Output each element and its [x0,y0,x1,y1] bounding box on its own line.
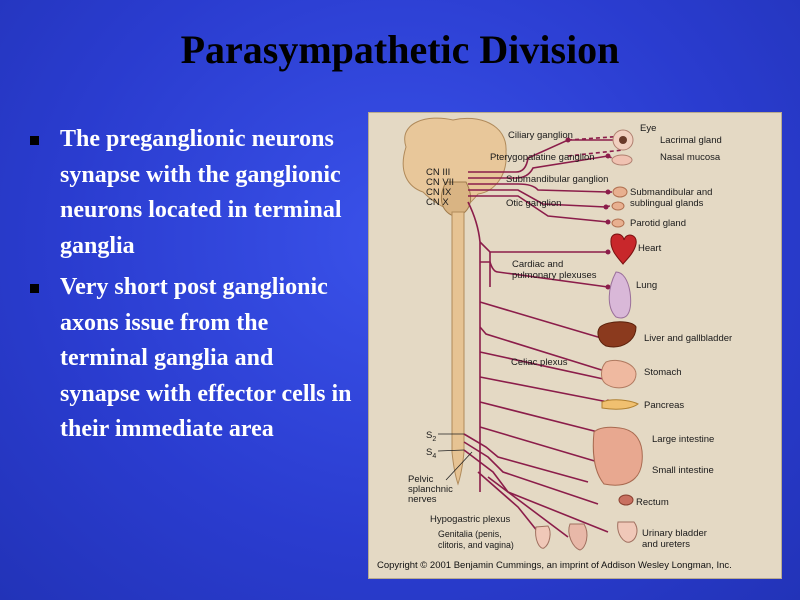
nasal-illustration [611,154,633,166]
sacral-nerve-fibers [463,433,609,538]
uterus-illustration [568,523,588,551]
lung-illustration [608,271,632,319]
eye-illustration [612,129,634,151]
slide-title: Parasympathetic Division [180,27,620,72]
organ-label: Lacrimal gland [660,135,722,146]
ganglion-label: Pterygopalatine ganglion [490,152,595,163]
copyright-text: Copyright © 2001 Benjamin Cummings, an i… [377,560,732,571]
stomach-illustration [601,359,637,389]
ganglion-label: Hypogastric plexus [430,514,511,525]
liver-illustration [597,321,637,348]
ganglion-label: Otic ganglion [506,198,561,209]
organ-label: Eye [640,123,656,134]
cn-label: CN IX [426,187,452,198]
organ-label: Urinary bladder [642,528,707,539]
pancreas-illustration [601,399,639,410]
leader-line [445,451,473,481]
bullet-item: Very short post ganglionic axons issue f… [28,270,358,448]
organ-label: Lung [636,280,657,291]
organ-label: Large intestine [652,434,714,445]
organ-label: Heart [638,243,662,254]
cn-label: CN III [426,167,450,178]
parasympathetic-diagram: CN III CN VII CN IX CN X Ciliary ganglio… [368,112,782,579]
organ-label: Small intestine [652,465,714,476]
cn-label: CN VII [426,177,454,188]
square-bullet-icon [30,136,39,145]
organ-label: sublingual glands [630,198,704,209]
ganglion-markers [565,137,611,465]
bullet-text: The preganglionic neurons synapse with t… [60,126,342,259]
bullet-text: Very short post ganglionic axons issue f… [60,274,352,442]
pelvic-label: nerves [408,494,437,505]
intestine-illustration [592,426,643,486]
organ-label: Genitalia (penis, [438,529,502,539]
genitalia-illustration [535,525,551,549]
parotid-illustration [611,218,625,228]
spinal-level-label: S2 [426,430,436,443]
organ-label: Stomach [644,367,682,378]
brain-illustration [402,117,507,213]
heart-illustration [610,233,637,265]
pelvic-label: splanchnic [408,484,453,495]
ganglion-label: pulmonary plexuses [512,270,597,281]
cn-label: CN X [426,197,449,208]
rectum-illustration [618,494,634,506]
pelvic-label: Pelvic [408,474,434,485]
organ-label: Nasal mucosa [660,152,721,163]
diagram-svg: CN III CN VII CN IX CN X Ciliary ganglio… [377,117,732,571]
organ-label: and ureters [642,539,690,550]
organ-label: Pancreas [644,400,684,411]
ganglion-label: Celiac plexus [511,357,568,368]
ganglion-label: Ciliary ganglion [508,130,573,141]
spinal-level-label: S4 [426,447,436,460]
leader-line [437,449,465,452]
organ-label: Submandibular and [630,187,712,198]
submandibular-illustration [612,186,628,198]
organ-label: clitoris, and vagina) [438,540,514,550]
bullet-item: The preganglionic neurons synapse with t… [28,122,358,264]
bullet-list: The preganglionic neurons synapse with t… [28,122,358,454]
bladder-illustration [617,521,638,543]
organ-label: Rectum [636,497,669,508]
ganglion-label: Cardiac and [512,259,563,270]
spinal-cord-illustration [451,211,465,486]
organ-label: Liver and gallbladder [644,333,732,344]
organ-label: Parotid gland [630,218,686,229]
cranial-nerve-fibers [467,139,618,492]
ganglion-label: Submandibular ganglion [506,174,608,185]
sublingual-illustration [611,201,625,211]
square-bullet-icon [30,284,39,293]
